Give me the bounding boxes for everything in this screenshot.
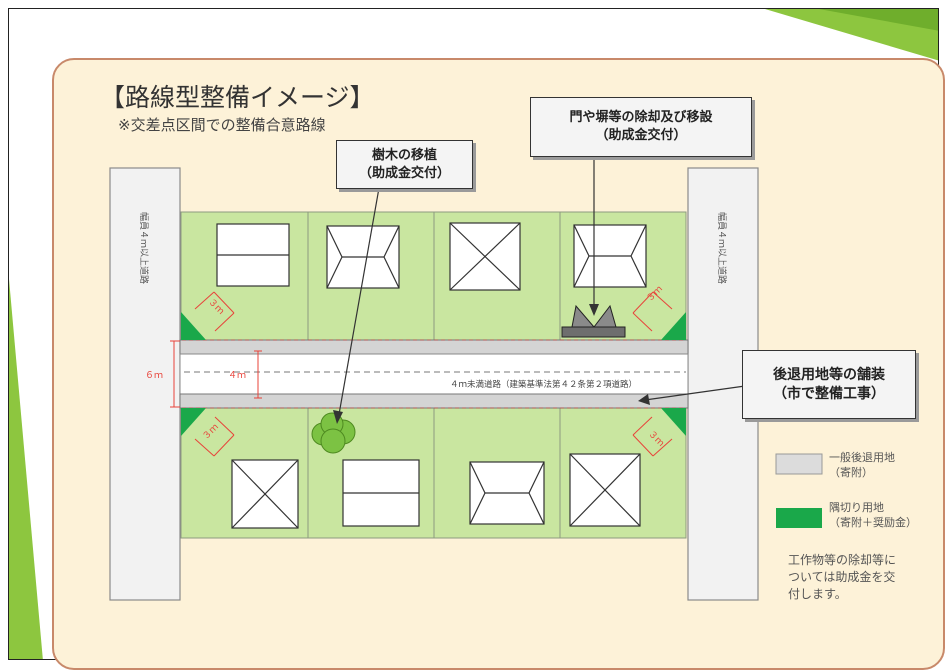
legend-corner-label: 隅切り用地 （寄附＋奨励金） xyxy=(829,501,917,531)
gate-wall xyxy=(561,304,626,338)
dim-4m-label: ４ｍ xyxy=(228,371,246,381)
corner-dim-top-right xyxy=(632,291,673,332)
left-road-label: 幅員４ｍ以上道路 xyxy=(138,212,150,284)
house-bottom-4 xyxy=(569,453,641,527)
corner-dim-bottom-right xyxy=(632,416,673,457)
tree-arrow xyxy=(337,187,380,421)
left-decoration xyxy=(9,279,43,659)
corner-cut-top-right xyxy=(661,312,686,340)
right-road-label: 幅員４ｍ以上道路 xyxy=(716,212,728,284)
callout-gate-line2: （助成金交付） xyxy=(595,128,687,143)
callout-tree-line2: （助成金交付） xyxy=(358,165,450,181)
footnote-line1: 工作物等の除却等に xyxy=(788,553,897,567)
callout-paving-line1: 後退用地等の舗装 xyxy=(773,366,885,383)
narrow-road-label: ４ｍ未満道路（建築基準法第４２条第２項道路） xyxy=(450,379,637,390)
footnote-line3: 付します。 xyxy=(788,586,847,601)
legend-swatch-setback xyxy=(775,453,823,475)
corner-dim-top-left xyxy=(194,291,235,332)
house-top-4 xyxy=(573,224,647,288)
callout-tree: 樹木の移植 （助成金交付） xyxy=(336,140,473,189)
house-bottom-3 xyxy=(469,461,545,525)
house-top-3 xyxy=(449,222,521,291)
legend-swatch-corner xyxy=(776,508,822,528)
corner-cut-top-left xyxy=(181,312,206,340)
callout-paving-line2: （市で整備工事） xyxy=(773,385,885,402)
corner-cut-bottom-left xyxy=(181,408,206,436)
corner-decoration xyxy=(765,9,938,61)
legend-corner-line2: （寄附＋奨励金） xyxy=(829,515,917,529)
legend-corner-line1: 隅切り用地 xyxy=(829,501,884,514)
page-subtitle: ※交差点区間での整備合意路線 xyxy=(118,116,326,134)
callout-tree-line1: 樹木の移植 xyxy=(371,147,437,163)
callout-paving: 後退用地等の舗装 （市で整備工事） xyxy=(742,350,916,419)
house-bottom-2 xyxy=(342,459,420,527)
footnote: 工作物等の除却等に ついては助成金を交 付します。 xyxy=(788,552,896,602)
legend-setback-label: 一般後退用地 （寄附） xyxy=(829,451,895,481)
house-bottom-1 xyxy=(231,459,299,529)
setback-strip-top xyxy=(179,339,689,355)
setback-strip-bottom xyxy=(179,393,689,409)
left-wide-road xyxy=(109,167,181,601)
footnote-line2: ついては助成金を交 xyxy=(788,569,896,584)
corner-cut-bottom-right xyxy=(661,408,686,436)
callout-gate: 門や塀等の除却及び移設 （助成金交付） xyxy=(530,97,752,157)
legend-setback-line1: 一般後退用地 xyxy=(829,451,895,464)
corner-dim-bottom-left xyxy=(194,416,235,457)
tree-icon xyxy=(311,412,356,454)
house-top-1 xyxy=(216,223,290,287)
paving-arrow xyxy=(644,385,746,401)
callout-gate-line1: 門や塀等の除却及び移設 xyxy=(569,110,713,126)
dim-6m-label: ６ｍ xyxy=(145,371,163,381)
narrow-road xyxy=(179,353,689,395)
legend-setback-line2: （寄附） xyxy=(829,465,873,479)
page-title: 【路線型整備イメージ】 xyxy=(100,83,375,112)
